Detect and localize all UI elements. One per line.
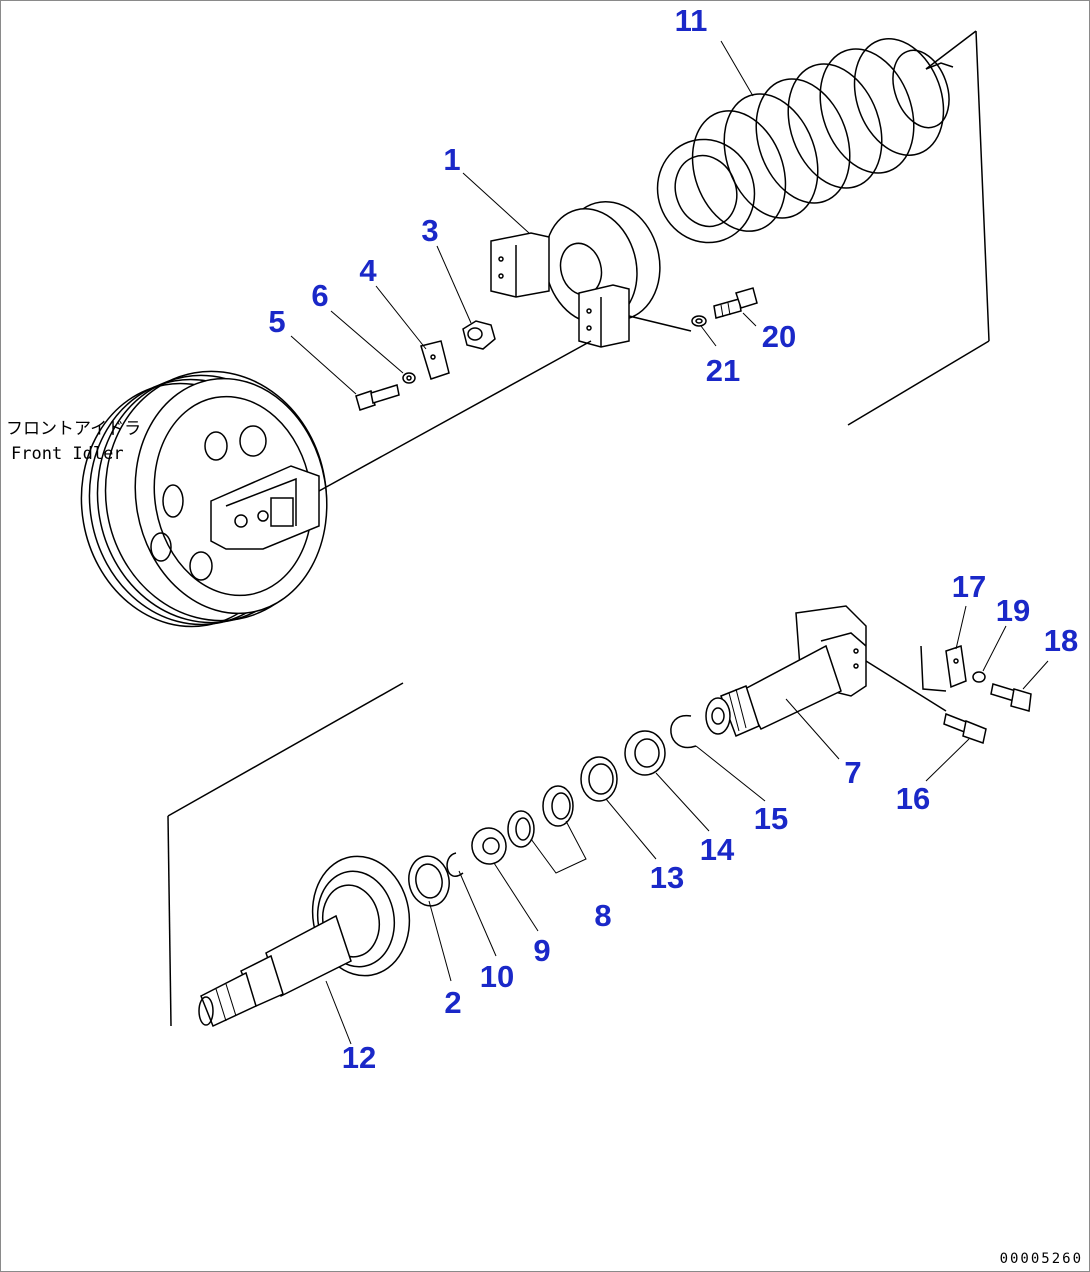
plate-4	[420, 340, 450, 380]
callout-18: 18	[1044, 623, 1078, 658]
snap-ring-10	[446, 852, 464, 877]
callout-11: 11	[675, 3, 708, 38]
callout-13: 13	[650, 860, 684, 895]
idler-support-7	[705, 605, 947, 738]
seal-13	[580, 756, 618, 802]
callout-5: 5	[268, 304, 285, 339]
callout-3: 3	[421, 213, 438, 248]
collar-9	[471, 827, 507, 865]
callout-8: 8	[594, 898, 611, 933]
callout-20: 20	[762, 319, 796, 354]
front-idler-label-ja: フロントアイドラ	[6, 419, 141, 439]
bolt-20	[713, 287, 758, 319]
washer-21	[691, 315, 707, 327]
callout-6: 6	[311, 278, 328, 313]
callout-16: 16	[896, 781, 930, 816]
callout-12: 12	[342, 1040, 376, 1075]
bolt-18	[990, 683, 1032, 712]
bushing-8b	[542, 785, 574, 827]
front-idler-wheel	[80, 340, 592, 628]
callout-19: 19	[996, 593, 1030, 628]
front-idler-label-en: Front Idler	[11, 444, 124, 464]
idler-shaft-12	[198, 855, 411, 1028]
leader-lines	[290, 40, 1049, 1045]
seal-14	[624, 730, 666, 776]
bearing-2	[408, 855, 450, 907]
callout-numbers: 11 1 3 4 6 5 20 21 17 19 18 7 16 15 14 1…	[268, 3, 1078, 1075]
washer-19	[972, 671, 986, 683]
bolt-5	[355, 384, 400, 411]
bushing-8a	[507, 810, 535, 848]
callout-2: 2	[444, 985, 461, 1020]
callout-15: 15	[754, 801, 788, 836]
callout-7: 7	[844, 755, 861, 790]
nut-3	[462, 320, 496, 350]
drawing-number: 00005260	[1000, 1251, 1083, 1267]
bolt-16	[943, 712, 987, 744]
leader-8	[530, 820, 587, 874]
washer-6	[402, 372, 416, 384]
lower-group-outline	[167, 682, 404, 1027]
callout-10: 10	[480, 959, 514, 994]
ring-15	[670, 715, 697, 749]
yoke-bracket	[490, 200, 692, 348]
plate-17	[920, 645, 967, 692]
callout-21: 21	[706, 353, 740, 388]
callout-9: 9	[533, 933, 550, 968]
callout-1: 1	[443, 142, 460, 177]
callout-4: 4	[359, 253, 377, 288]
upper-group-outline	[847, 30, 990, 426]
recoil-spring	[656, 38, 954, 244]
callout-17: 17	[952, 569, 986, 604]
callout-14: 14	[700, 832, 735, 867]
